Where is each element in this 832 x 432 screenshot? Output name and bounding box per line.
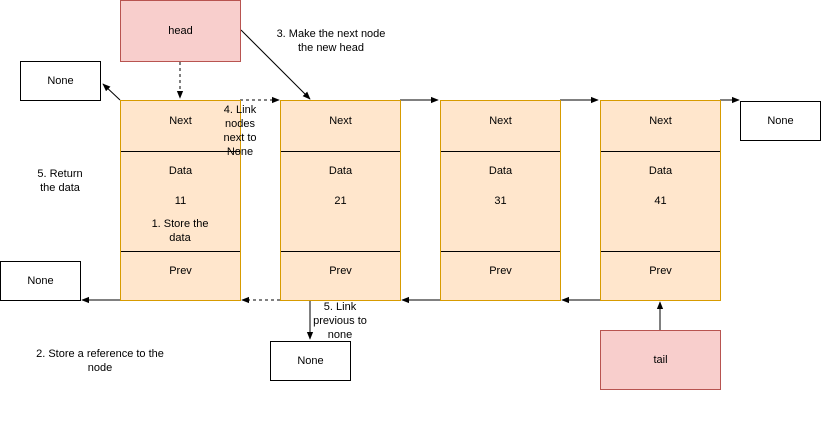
node-divider — [121, 151, 240, 152]
node-value: 31 — [494, 195, 507, 207]
list-node-2: Next Data 21 Prev — [280, 100, 401, 301]
node-data-label: Data — [648, 165, 673, 177]
node-value: 41 — [654, 195, 667, 207]
node-value: 11 — [174, 195, 187, 207]
step-link-next-to-none: 4. Link nodes next to None — [223, 104, 257, 158]
head-label: head — [168, 25, 193, 37]
node-divider — [601, 251, 720, 252]
node-next-cell: Next — [649, 115, 672, 127]
node-next-cell: Next — [489, 115, 512, 127]
tail-label: tail — [653, 354, 668, 366]
step-link-previous-to-none: 5. Link previous to none — [313, 301, 367, 341]
list-node-4: Next Data 41 Prev — [600, 100, 721, 301]
node-prev-cell: Prev — [329, 265, 352, 277]
step-store-reference: 2. Store a reference to the node — [36, 348, 164, 374]
node-divider — [121, 251, 240, 252]
node1-to-none-top-arrow — [102, 83, 121, 101]
node-data-label: Data — [488, 165, 513, 177]
node-divider — [601, 151, 720, 152]
node-divider — [281, 151, 400, 152]
node-divider — [441, 151, 560, 152]
node-value: 21 — [334, 195, 347, 207]
none-box-bottom-left: None — [0, 261, 81, 301]
node-prev-cell: Prev — [649, 265, 672, 277]
node-data-label: Data — [168, 165, 193, 177]
node-divider — [441, 251, 560, 252]
node-data-label: Data — [328, 165, 353, 177]
node-next-cell: Next — [329, 115, 352, 127]
list-node-1: Next Data 11 Prev — [120, 100, 241, 301]
tail-pointer: tail — [600, 330, 721, 390]
step-make-new-head: 3. Make the next node the new head — [276, 28, 386, 54]
head-pointer: head — [120, 0, 241, 62]
none-box-top-left: None — [20, 61, 101, 101]
step-store-data: 1. Store the data — [151, 218, 209, 244]
step-return-data: 5. Return the data — [37, 168, 83, 194]
list-node-3: Next Data 31 Prev — [440, 100, 561, 301]
node-prev-cell: Prev — [169, 265, 192, 277]
none-box-right: None — [740, 101, 821, 141]
node-next-cell: Next — [169, 115, 192, 127]
node-divider — [281, 251, 400, 252]
none-box-below-node2: None — [270, 341, 351, 381]
head-to-node2-arrow — [240, 29, 311, 100]
node-prev-cell: Prev — [489, 265, 512, 277]
